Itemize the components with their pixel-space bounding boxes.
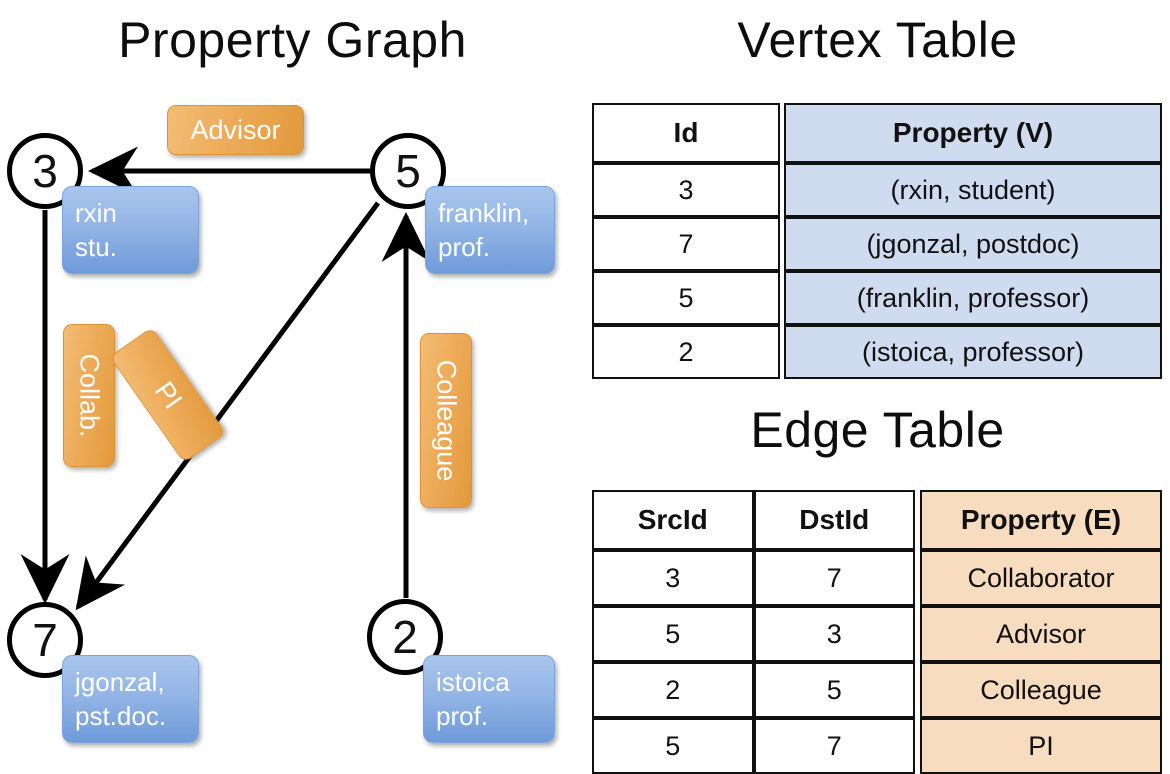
vertex-table-header-id: Id bbox=[592, 103, 780, 163]
vertex-property-line2: pst.doc. bbox=[75, 701, 167, 731]
vertex-property-box-3: rxin stu. bbox=[62, 186, 199, 274]
edge-table-cell-property: Advisor bbox=[920, 606, 1162, 662]
edge-table-cell-srcid: 5 bbox=[592, 606, 754, 662]
vertex-property-line2: stu. bbox=[75, 232, 117, 262]
vertex-table-header-property: Property (V) bbox=[784, 103, 1162, 163]
table-row[interactable]: 3 bbox=[592, 163, 780, 217]
edge-table-cell-property: Colleague bbox=[920, 662, 1162, 718]
vertex-property-line1: istoica bbox=[436, 666, 510, 697]
edge-table-id-columns: SrcId DstId 3 7 5 3 2 5 5 7 bbox=[592, 490, 915, 774]
vertex-table-cell-property: (franklin, professor) bbox=[784, 271, 1162, 325]
edge-table-cell-dstid: 5 bbox=[753, 662, 915, 718]
table-row[interactable]: Collaborator bbox=[920, 550, 1162, 606]
table-row[interactable]: (rxin, student) bbox=[784, 163, 1162, 217]
page-title-edge-table: Edge Table bbox=[750, 402, 1005, 458]
vertex-table-cell-id: 3 bbox=[592, 163, 780, 217]
table-row[interactable]: 3 7 bbox=[592, 550, 915, 606]
page-title-property-graph: Property Graph bbox=[118, 12, 467, 68]
table-row[interactable]: (franklin, professor) bbox=[784, 271, 1162, 325]
vertex-table-id-column: Id 3 7 5 2 bbox=[592, 103, 780, 379]
vertex-property-box-7: jgonzal, pst.doc. bbox=[62, 655, 199, 743]
vertex-table-cell-id: 5 bbox=[592, 271, 780, 325]
table-row[interactable]: PI bbox=[920, 718, 1162, 774]
table-row[interactable]: Advisor bbox=[920, 606, 1162, 662]
vertex-property-line1: franklin, bbox=[438, 197, 530, 228]
edge-label-advisor: Advisor bbox=[167, 105, 304, 155]
edge-arrow-5-to-7 bbox=[75, 201, 381, 611]
table-row[interactable]: 5 3 bbox=[592, 606, 915, 662]
graph-node-5[interactable]: 5 bbox=[370, 133, 446, 209]
table-row[interactable]: 2 bbox=[592, 325, 780, 379]
graph-node-2[interactable]: 2 bbox=[367, 599, 443, 675]
edge-table-cell-property: PI bbox=[920, 718, 1162, 774]
edge-table-cell-dstid: 7 bbox=[753, 718, 915, 774]
vertex-table-cell-property: (istoica, professor) bbox=[784, 325, 1162, 379]
edge-table-header-dstid: DstId bbox=[753, 490, 915, 550]
table-row[interactable]: (jgonzal, postdoc) bbox=[784, 217, 1162, 271]
edge-table-header-srcid: SrcId bbox=[592, 490, 754, 550]
edge-table-cell-srcid: 5 bbox=[592, 718, 754, 774]
table-row[interactable]: 5 bbox=[592, 271, 780, 325]
table-header-row: Property (E) bbox=[920, 490, 1162, 550]
page-title-vertex-table: Vertex Table bbox=[737, 12, 1018, 68]
vertex-table-cell-property: (rxin, student) bbox=[784, 163, 1162, 217]
table-header-row: Id bbox=[592, 103, 780, 163]
table-header-row: SrcId DstId bbox=[592, 490, 915, 550]
table-row[interactable]: 7 bbox=[592, 217, 780, 271]
edge-table-header-property: Property (E) bbox=[920, 490, 1162, 550]
vertex-property-line2: prof. bbox=[438, 232, 491, 262]
vertex-table-cell-id: 7 bbox=[592, 217, 780, 271]
edge-table-property-column: Property (E) Collaborator Advisor Collea… bbox=[920, 490, 1162, 774]
table-row[interactable]: Colleague bbox=[920, 662, 1162, 718]
vertex-table-cell-id: 2 bbox=[592, 325, 780, 379]
edge-table-cell-dstid: 3 bbox=[753, 606, 915, 662]
vertex-table-property-column: Property (V) (rxin, student) (jgonzal, p… bbox=[784, 103, 1162, 379]
edge-label-collab: Collab. bbox=[63, 324, 115, 467]
graph-edge-arrows bbox=[20, 146, 431, 611]
table-row[interactable]: 5 7 bbox=[592, 718, 915, 774]
property-graph-diagram: 3 5 7 2 rxin stu. franklin, prof. jgonza… bbox=[0, 0, 585, 760]
vertex-property-box-2: istoica prof. bbox=[423, 655, 555, 743]
edge-table-cell-srcid: 3 bbox=[592, 550, 754, 606]
vertex-table-cell-property: (jgonzal, postdoc) bbox=[784, 217, 1162, 271]
table-header-row: Property (V) bbox=[784, 103, 1162, 163]
edge-table-cell-srcid: 2 bbox=[592, 662, 754, 718]
edge-table-cell-property: Collaborator bbox=[920, 550, 1162, 606]
vertex-property-line1: jgonzal, bbox=[75, 666, 165, 697]
vertex-property-box-5: franklin, prof. bbox=[425, 186, 555, 274]
table-row[interactable]: (istoica, professor) bbox=[784, 325, 1162, 379]
edge-table-cell-dstid: 7 bbox=[753, 550, 915, 606]
vertex-property-line2: prof. bbox=[436, 701, 489, 731]
table-row[interactable]: 2 5 bbox=[592, 662, 915, 718]
vertex-property-line1: rxin bbox=[75, 197, 117, 228]
edge-label-colleague: Colleague bbox=[420, 333, 472, 508]
